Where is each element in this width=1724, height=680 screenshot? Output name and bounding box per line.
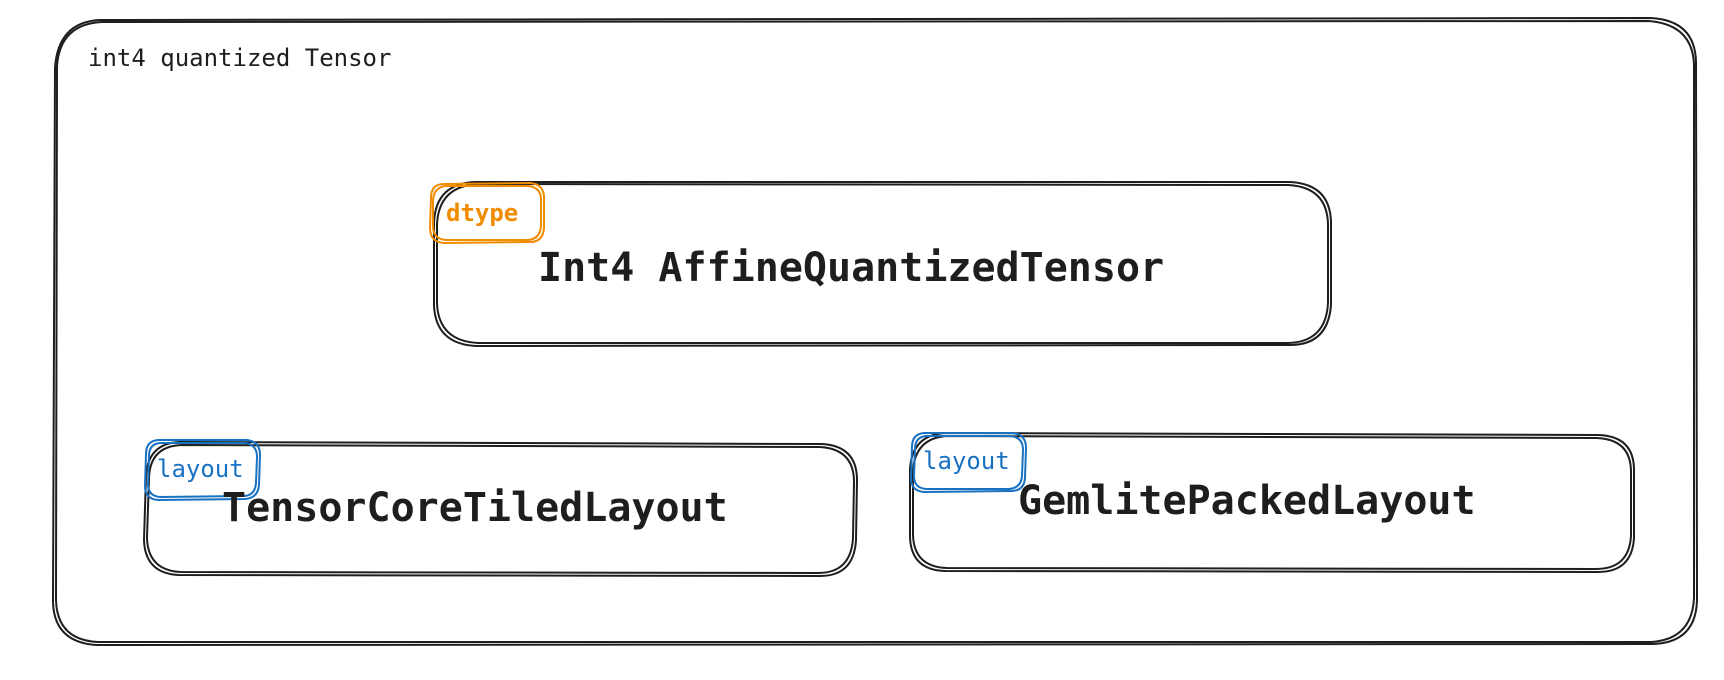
outer-container <box>52 17 1698 646</box>
tag-layout-gemlite-label: layout <box>923 447 1010 475</box>
tag-dtype-box <box>429 182 545 244</box>
tag-layout-gemlite-box <box>910 432 1027 493</box>
node-affine-label: Int4 AffineQuantizedTensor <box>538 245 1165 291</box>
tag-layout-tensorcore-label: layout <box>157 455 244 483</box>
node-gemlite-label: GemlitePackedLayout <box>1018 478 1476 524</box>
tag-layout-tensorcore-box <box>144 439 261 501</box>
node-tensorcore-label: TensorCoreTiledLayout <box>222 485 728 531</box>
tag-dtype-label: dtype <box>446 199 519 227</box>
node-affine-box <box>433 181 1332 347</box>
container-title: int4 quantized Tensor <box>88 44 392 72</box>
